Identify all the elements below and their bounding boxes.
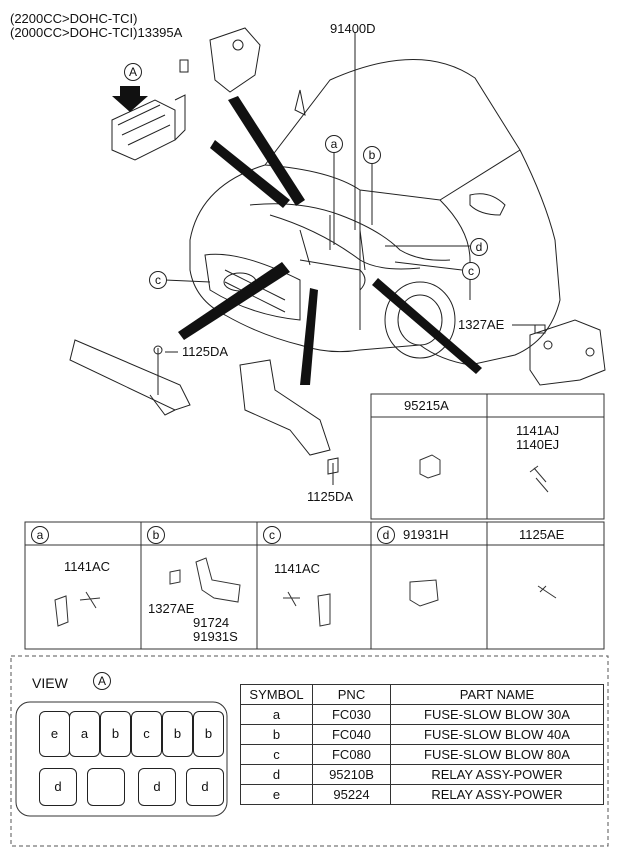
part-1125DA-left: 1125DA (182, 344, 229, 359)
cell-a-part-1141AC: 1141AC (64, 559, 111, 574)
table-cell-symbol: a (240, 704, 313, 725)
relay-slot-1: d (39, 768, 77, 806)
callout-c-left: c (149, 271, 167, 289)
table-cell-symbol: b (240, 724, 313, 745)
table-cell-symbol: e (240, 784, 313, 805)
parts-table: SYMBOL PNC PART NAME a FC030 FUSE-SLOW B… (240, 684, 604, 805)
fuse-slot-3: b (100, 711, 131, 757)
table-cell-part-name: FUSE-SLOW BLOW 30A (390, 704, 604, 725)
view-label: VIEW (32, 675, 68, 691)
grid-cell-e-title: 1125AE (519, 527, 565, 542)
view-a-marker: A (124, 63, 142, 81)
table-row: e 95224 RELAY ASSY-POWER (240, 784, 604, 805)
relay-slot-3: d (138, 768, 176, 806)
table-cell-part-name: RELAY ASSY-POWER (390, 764, 604, 785)
grid-top-part-1140EJ: 1140EJ (516, 437, 560, 452)
grid-cell-d-title: 91931H (403, 527, 449, 542)
relay-slot-2 (87, 768, 125, 806)
grid-top-part-1141AJ: 1141AJ (516, 423, 560, 438)
table-cell-pnc: FC040 (312, 724, 391, 745)
table-header-part-name: PART NAME (390, 684, 604, 705)
main-part-number: 91400D (330, 21, 376, 36)
cell-c-part-1141AC: 1141AC (274, 561, 321, 576)
grid-cell-d-circle: d (377, 526, 395, 544)
cell-b-part-1327AE: 1327AE (148, 601, 195, 616)
callout-c-right: c (462, 262, 480, 280)
callout-d: d (470, 238, 488, 256)
table-cell-pnc: 95210B (312, 764, 391, 785)
grid-top-col1-header: 95215A (404, 398, 449, 413)
cell-b-part-91931S: 91931S (193, 629, 238, 644)
table-cell-pnc: FC030 (312, 704, 391, 725)
fuse-slot-2: a (69, 711, 100, 757)
table-cell-part-name: FUSE-SLOW BLOW 40A (390, 724, 604, 745)
table-cell-part-name: FUSE-SLOW BLOW 80A (390, 744, 604, 765)
part-1327AE: 1327AE (458, 317, 505, 332)
fuse-slot-6: b (193, 711, 224, 757)
engine-variant-line2: (2000CC>DOHC-TCI)13395A (10, 25, 183, 40)
table-header-symbol: SYMBOL (240, 684, 313, 705)
table-cell-part-name: RELAY ASSY-POWER (390, 784, 604, 805)
fuse-slot-5: b (162, 711, 193, 757)
fuse-slot-4: c (131, 711, 162, 757)
fuse-slot-1: e (39, 711, 70, 757)
grid-cell-c-circle: c (263, 526, 281, 544)
callout-b: b (363, 146, 381, 164)
table-row: b FC040 FUSE-SLOW BLOW 40A (240, 724, 604, 745)
table-header-pnc: PNC (312, 684, 391, 705)
cell-b-part-91724: 91724 (193, 615, 230, 630)
engine-variant-line1: (2200CC>DOHC-TCI) (10, 11, 138, 26)
relay-slot-4: d (186, 768, 224, 806)
table-cell-pnc: 95224 (312, 784, 391, 805)
view-label-marker: A (93, 672, 111, 690)
grid-cell-b-circle: b (147, 526, 165, 544)
table-row: d 95210B RELAY ASSY-POWER (240, 764, 604, 785)
table-cell-pnc: FC080 (312, 744, 391, 765)
table-cell-symbol: d (240, 764, 313, 785)
part-1125DA-bottom: 1125DA (307, 489, 354, 504)
car-outline (189, 59, 561, 366)
table-cell-symbol: c (240, 744, 313, 765)
callout-a: a (325, 135, 343, 153)
table-row: c FC080 FUSE-SLOW BLOW 80A (240, 744, 604, 765)
table-row: a FC030 FUSE-SLOW BLOW 30A (240, 704, 604, 725)
grid-cell-a-circle: a (31, 526, 49, 544)
